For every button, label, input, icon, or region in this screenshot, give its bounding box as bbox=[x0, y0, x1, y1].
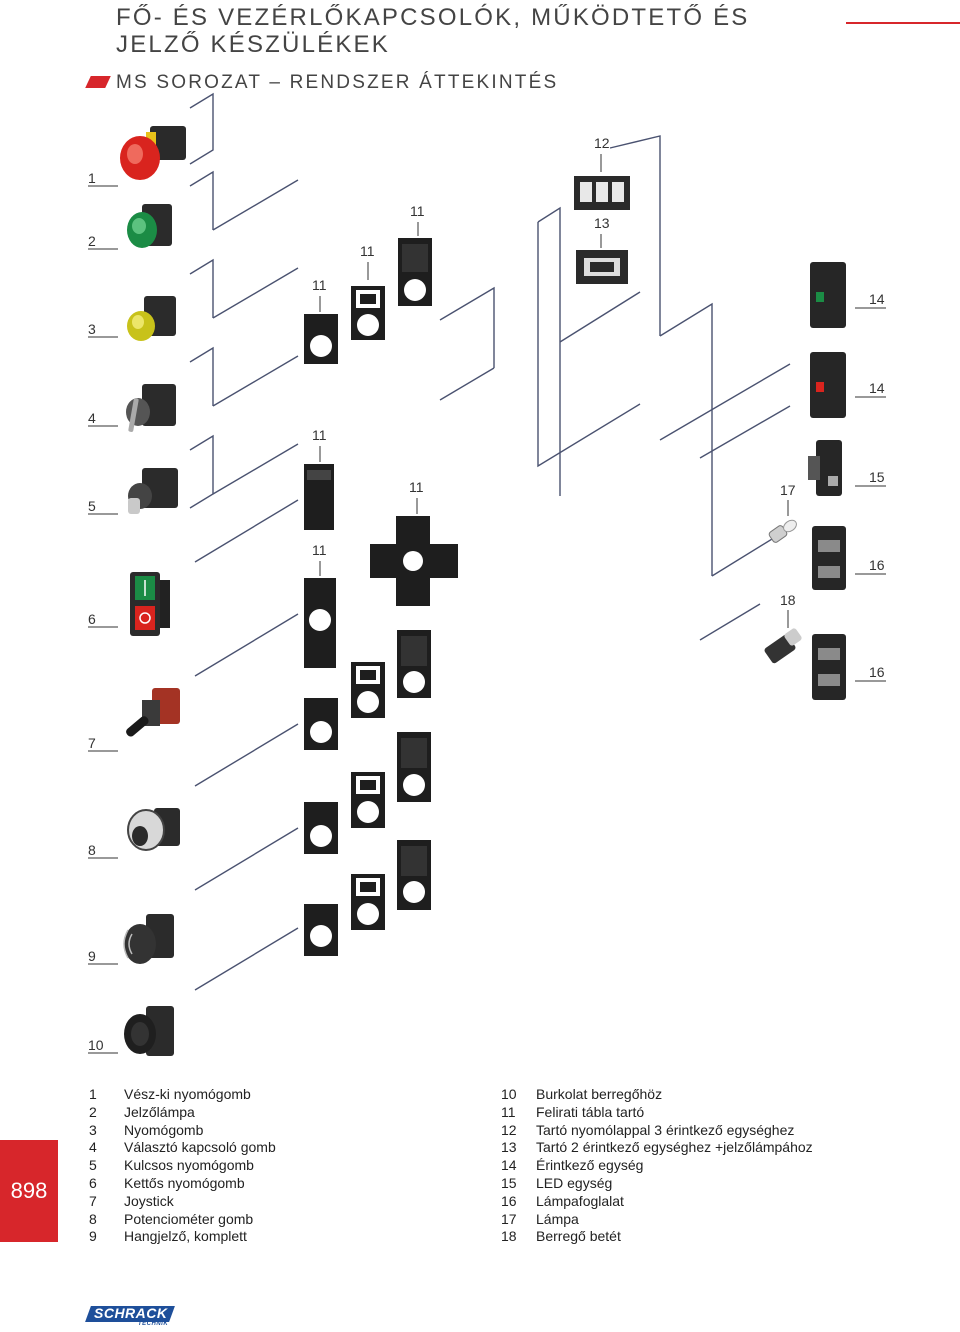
contact-block bbox=[810, 262, 846, 328]
buzzer-cover bbox=[124, 1006, 174, 1056]
lamp-holder bbox=[812, 634, 846, 700]
callout-6: 6 bbox=[88, 611, 96, 627]
callout-11-e: 11 bbox=[409, 479, 424, 495]
label-plate-holder bbox=[398, 238, 432, 306]
connection-lines bbox=[189, 92, 791, 991]
callout-5: 5 bbox=[88, 498, 96, 514]
callout-12: 12 bbox=[594, 135, 610, 151]
callout-11-a: 11 bbox=[410, 203, 425, 219]
pilot-light-green bbox=[127, 204, 172, 248]
callout-14-b: 14 bbox=[869, 380, 885, 396]
mounting-adapter-3 bbox=[574, 176, 630, 210]
schrack-logo: SCHRACK TECHNIK bbox=[85, 1304, 175, 1328]
label-plate-holder bbox=[304, 464, 334, 530]
callout-10: 10 bbox=[88, 1037, 104, 1053]
label-plate-holders bbox=[304, 238, 458, 956]
label-plate-holder bbox=[351, 286, 385, 340]
page-number-tab: 898 bbox=[0, 1140, 58, 1242]
emergency-stop-button bbox=[120, 126, 186, 180]
potentiometer-knob bbox=[127, 808, 180, 851]
callout-1: 1 bbox=[88, 170, 96, 186]
callout-16-b: 16 bbox=[869, 664, 885, 680]
callout-9: 9 bbox=[88, 948, 96, 964]
label-plate-holder bbox=[304, 802, 338, 854]
callout-14-a: 14 bbox=[869, 291, 885, 307]
left-callouts: 1 2 3 4 5 6 7 8 9 10 bbox=[88, 170, 118, 1054]
page-title-line1: FŐ- ÉS VEZÉRLŐKAPCSOLÓK, MŰKÖDTETŐ ÉS bbox=[116, 4, 750, 31]
key-switch bbox=[128, 468, 178, 514]
logo-sub: TECHNIK bbox=[138, 1321, 169, 1327]
label-plate-holder bbox=[397, 732, 431, 802]
callout-11-d: 11 bbox=[312, 427, 327, 443]
callout-2: 2 bbox=[88, 233, 96, 249]
title-rule bbox=[846, 22, 960, 24]
lamp bbox=[768, 519, 797, 543]
buzzer-complete bbox=[123, 914, 174, 964]
label-plate-holder bbox=[304, 904, 338, 956]
label-plate-holder bbox=[351, 772, 385, 828]
callout-15: 15 bbox=[869, 469, 885, 485]
section-subtitle: MS SOROZAT – RENDSZER ÁTTEKINTÉS bbox=[116, 72, 559, 93]
callout-13: 13 bbox=[594, 215, 610, 231]
system-overview-diagram: 1 2 3 4 5 6 7 8 9 10 11 11 11 11 11 11 bbox=[88, 92, 886, 1056]
callout-18: 18 bbox=[780, 592, 796, 608]
callout-4: 4 bbox=[88, 410, 96, 426]
buzzer-insert bbox=[764, 628, 802, 664]
selector-switch bbox=[126, 384, 176, 432]
label-plate-holder bbox=[397, 840, 431, 910]
contact-block bbox=[810, 352, 846, 418]
label-plate-holder-cross bbox=[370, 516, 458, 606]
double-push-button bbox=[130, 572, 170, 636]
plate-callouts: 11 11 11 11 11 11 bbox=[312, 203, 425, 576]
callout-7: 7 bbox=[88, 735, 96, 751]
label-plate-holder bbox=[351, 874, 385, 930]
callout-11-c: 11 bbox=[312, 277, 327, 293]
callout-8: 8 bbox=[88, 842, 96, 858]
label-plate-holder bbox=[304, 698, 338, 750]
callout-11-b: 11 bbox=[360, 243, 375, 259]
led-unit bbox=[808, 440, 842, 496]
mounting-adapter-2 bbox=[576, 250, 628, 284]
page-title: FŐ- ÉS VEZÉRLŐKAPCSOLÓK, MŰKÖDTETŐ ÉS JE… bbox=[116, 4, 750, 58]
logo-word: SCHRACK bbox=[94, 1305, 168, 1321]
callout-17: 17 bbox=[780, 482, 796, 498]
lamp-holder bbox=[812, 526, 846, 590]
callout-16-a: 16 bbox=[869, 557, 885, 573]
callout-11-f: 11 bbox=[312, 542, 327, 558]
label-plate-holder bbox=[304, 314, 338, 364]
label-plate-holder bbox=[304, 578, 336, 668]
joystick bbox=[126, 688, 180, 737]
label-plate-holder bbox=[351, 662, 385, 718]
page-title-line2: JELZŐ KÉSZÜLÉKEK bbox=[116, 31, 390, 58]
callout-3: 3 bbox=[88, 321, 96, 337]
right-callouts: 12 13 14 14 15 16 16 17 18 bbox=[594, 135, 886, 682]
push-button-yellow bbox=[127, 296, 176, 341]
label-plate-holder bbox=[397, 630, 431, 698]
